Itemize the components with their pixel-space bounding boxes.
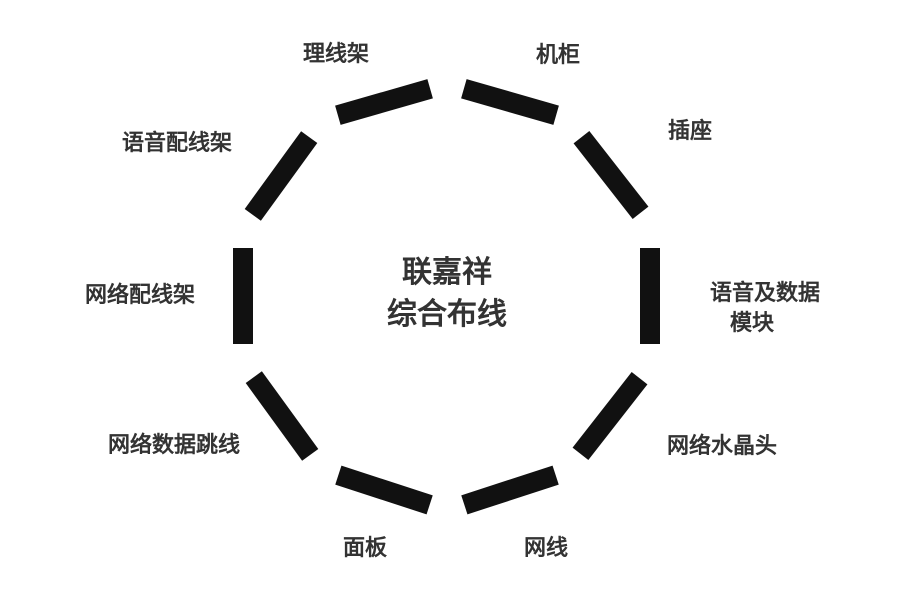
center-title-line1: 联嘉祥 [402,255,492,290]
segment-faceplate [335,465,433,515]
decagon-ring [233,79,660,515]
label-cable-manager: 理线架 [303,41,369,67]
label-network-patch-panel: 网络配线架 [85,282,195,308]
segment-cable-manager [335,79,433,125]
segment-socket [573,131,649,219]
segment-voice-patch-panel [244,131,318,221]
center-title: 联嘉祥 综合布线 [387,255,507,332]
segment-network-patch-panel [233,248,253,344]
label-socket: 插座 [668,118,712,144]
label-faceplate: 面板 [343,536,388,561]
segment-network-cable [461,465,559,515]
label-network-cable: 网线 [524,535,568,561]
segment-patch-cord [245,371,319,461]
segment-voice-data-module [640,248,660,344]
label-rj45-connector: 网络水晶头 [667,433,777,459]
component-labels: 机柜 插座 语音及数据 模块 网络水晶头 网线 面板 网络数据跳线 网络配线架 … [85,41,820,561]
label-voice-patch-panel: 语音配线架 [122,130,232,156]
segment-cabinet [461,79,559,125]
label-voice-data-module-line2: 模块 [730,311,775,336]
center-title-line2: 综合布线 [387,297,507,332]
label-voice-data-module: 语音及数据 [710,280,820,306]
label-cabinet: 机柜 [536,42,580,68]
segment-rj45-connector [572,372,648,460]
label-patch-cord: 网络数据跳线 [108,432,240,458]
